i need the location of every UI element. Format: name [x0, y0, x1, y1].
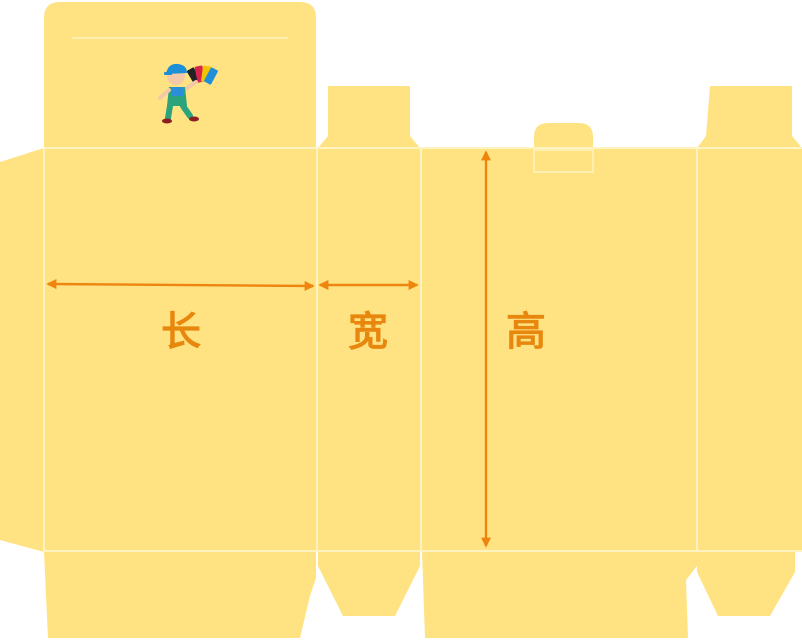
height-label: 高: [506, 309, 546, 355]
bottom-flap-length: [44, 552, 316, 638]
length-label: 长: [161, 309, 201, 355]
top-dust-flap-left: [318, 86, 420, 148]
top-dust-flap-right: [697, 86, 802, 148]
tuck-slot: [533, 149, 594, 173]
mascot-logo: [158, 63, 218, 124]
length-arrow: [46, 279, 315, 291]
width-label: 宽: [348, 309, 388, 355]
top-tuck-tab: [534, 123, 593, 150]
bottom-flap-width: [318, 552, 420, 616]
bottom-flap-right: [697, 552, 795, 616]
glue-flap: [0, 148, 44, 552]
bottom-flap-height: [422, 552, 697, 638]
box-body: [44, 148, 802, 552]
